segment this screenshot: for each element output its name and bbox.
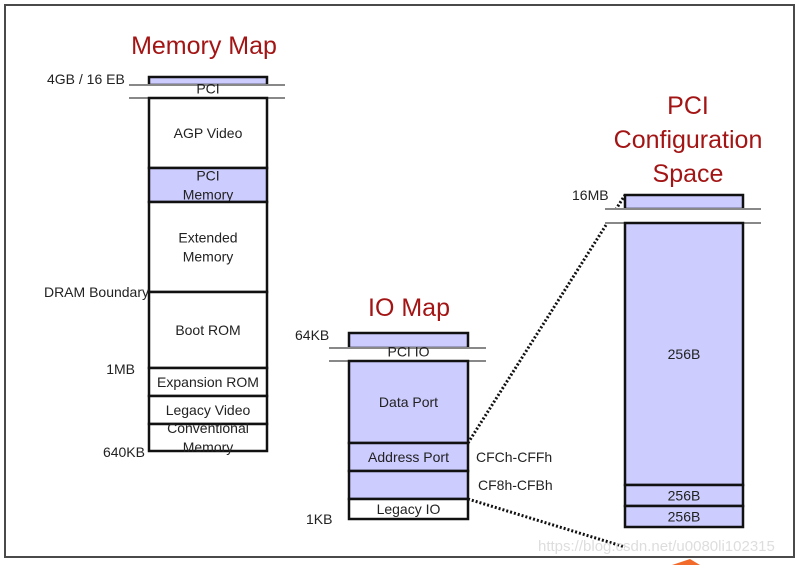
memory-map-region-label: PCI [196,168,219,184]
pci-config-region-box [623,221,745,487]
memory-map-region-box [147,96,269,170]
io-map-region-box [347,441,470,473]
io-map-region-label: Legacy IO [377,501,441,517]
io-map-break-gap [329,349,486,360]
memory-map-region-label: Extended [178,230,237,246]
pci-config-title-line1: PCI [667,92,709,120]
memory-map-region: PCI Memory [147,166,269,204]
io-map-region-box [347,359,470,445]
memory-map-region-label: Memory [183,187,234,203]
io-map-region-box [347,469,470,501]
io-map-region [347,469,470,501]
pci-config-region-label: 256B [668,509,701,525]
memory-map-region-label: Boot ROM [175,322,240,338]
640kb-label: 640KB [103,444,145,460]
memory-map-region-label: Memory [183,249,234,265]
pci-config-top-cap [623,193,745,211]
io-map-region: Address Port [347,441,470,473]
memory-map-region: AGP Video [147,96,269,170]
memory-map-title: Memory Map [131,32,277,60]
memory-top-label: 4GB / 16 EB [47,71,125,87]
pci-config-title-line3: Space [653,160,724,188]
io-map-region-label: PCI IO [387,344,429,360]
memory-map-column: PCIMemoryAGP VideoPCIMemoryExtendedMemor… [129,75,285,455]
pci-config-column: 256B 256B 256B [605,193,761,529]
pci-config-region: 256B [623,221,745,487]
memory-map-region-label: Legacy Video [166,402,251,418]
io-map-region: Data Port [347,359,470,445]
pci-config-region-label: 256B [668,488,701,504]
pci-config-title-line2: Configuration [614,126,763,154]
memory-map-region-label: AGP Video [174,125,243,141]
config-top-label: 16MB [572,187,609,203]
watermark: https://blog.csdn.net/u0080li102315 [538,538,775,555]
memory-map-region-box [147,366,269,398]
accent-mark [672,559,700,565]
pci-config-region-label: 256B [668,346,701,362]
io-map-region-label: Data Port [379,394,438,410]
one-kb-label: 1KB [306,511,332,527]
io-top-label: 64KB [295,327,329,343]
memory-map-region-label: Conventional [167,420,249,436]
one-mb-label: 1MB [106,361,135,377]
pci-config-break-gap [605,210,761,222]
io-map-region: Legacy IO [347,497,470,521]
pci-config-region: 256B [623,483,745,508]
memory-map-region-label: PCI [196,81,219,97]
dram-boundary-label: DRAM Boundary [44,284,149,300]
memory-map-region-box [147,200,269,294]
io-map-title: IO Map [368,294,450,322]
connector-data-port-to-config-top [466,194,627,444]
memory-map-region-box [147,422,269,453]
pci-config-region-box [623,504,745,529]
address-port-range: CF8h-CFBh [478,477,553,493]
memory-map-region-label: Expansion ROM [157,374,259,390]
data-port-range: CFCh-CFFh [476,449,552,465]
pci-config-region: 256B [623,504,745,529]
memory-map-region: Boot ROM [147,290,269,370]
io-map-region-box [347,497,470,521]
connector-address-port-to-config-bottom [467,497,626,549]
memory-map-break-gap [129,86,285,97]
io-map-region-label: Address Port [368,449,449,465]
memory-map-region-label: Memory [183,439,234,455]
memory-map-region: Expansion ROM [147,366,269,398]
memory-map-region-box [147,166,269,204]
